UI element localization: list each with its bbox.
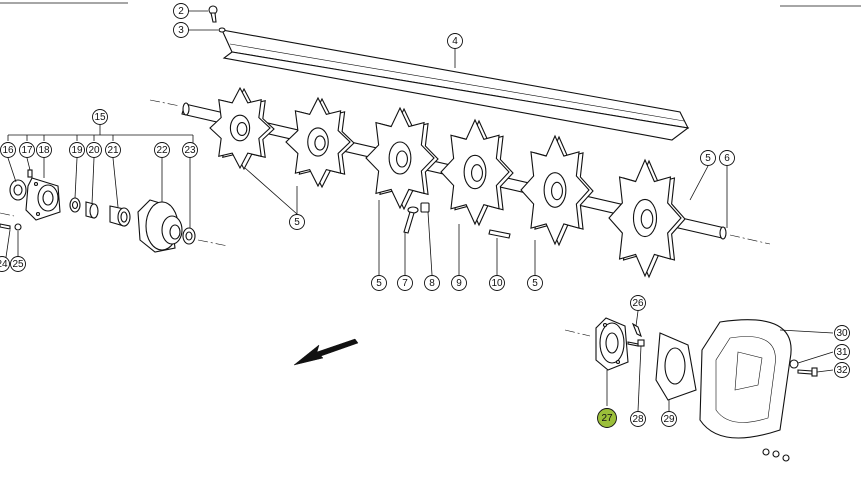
direction-arrow-icon [293, 338, 359, 366]
callout-label: 24 [0, 259, 8, 270]
callout-23[interactable]: 23 [182, 142, 198, 158]
leader-lines [4, 10, 834, 412]
key-part-10 [488, 229, 511, 239]
washer-part-25 [14, 223, 22, 231]
callout-15[interactable]: 15 [92, 109, 108, 125]
callout-group: 2345555678910151617181920212223242526272… [0, 3, 850, 428]
sprocket-part-5 [285, 96, 355, 189]
grease-nipple-part-17 [27, 169, 33, 178]
callout-32[interactable]: 32 [834, 362, 850, 378]
callout-label: 21 [107, 145, 119, 156]
bolt-part-32 [797, 367, 818, 377]
callout-5a[interactable]: 5 [289, 214, 305, 230]
callout-label: 5 [532, 278, 538, 289]
callout-label: 9 [456, 278, 462, 289]
seal-part-19 [69, 197, 81, 213]
bearing-flange-part-27 [564, 317, 629, 371]
bolt-part-7 [403, 206, 419, 234]
bearing-assembly-left [0, 169, 229, 253]
callout-label: 19 [71, 145, 83, 156]
callout-18[interactable]: 18 [36, 142, 52, 158]
callout-27[interactable]: 27 [597, 408, 617, 428]
sprocket-part-5 [440, 118, 514, 227]
callout-22[interactable]: 22 [154, 142, 170, 158]
callout-label: 6 [724, 153, 730, 164]
hub-part-22 [137, 199, 183, 253]
sprocket-part-5 [520, 134, 594, 247]
callout-4[interactable]: 4 [447, 33, 463, 49]
callout-24[interactable]: 24 [0, 256, 10, 272]
callout-label: 17 [21, 145, 33, 156]
callout-label: 31 [836, 347, 848, 358]
callout-30[interactable]: 30 [834, 325, 850, 341]
callout-20[interactable]: 20 [86, 142, 102, 158]
callout-label: 15 [94, 112, 106, 123]
seal-part-16 [9, 179, 27, 201]
callout-8[interactable]: 8 [424, 275, 440, 291]
callout-label: 10 [491, 278, 503, 289]
callout-19[interactable]: 19 [69, 142, 85, 158]
callout-16[interactable]: 16 [0, 142, 16, 158]
callout-label: 26 [632, 298, 644, 309]
bolt-part-26 [631, 322, 642, 338]
callout-10[interactable]: 10 [489, 275, 505, 291]
callout-label: 29 [663, 414, 675, 425]
gasket-part-29 [655, 332, 697, 401]
nut-part-28 [627, 339, 645, 347]
callout-label: 20 [88, 145, 100, 156]
sprocket-part-5 [608, 158, 686, 279]
callout-label: 23 [184, 145, 196, 156]
callout-21[interactable]: 21 [105, 142, 121, 158]
sprocket-part-5 [365, 106, 439, 211]
callout-label: 25 [12, 259, 24, 270]
callout-label: 5 [705, 153, 711, 164]
callout-label: 7 [402, 278, 408, 289]
callout-label: 4 [452, 36, 458, 47]
bearing-part-21 [109, 205, 131, 227]
callout-7[interactable]: 7 [397, 275, 413, 291]
small-fasteners-bottom [762, 448, 790, 462]
callout-label: 22 [156, 145, 168, 156]
callout-label: 27 [601, 413, 613, 424]
washer-part-31 [789, 359, 799, 369]
sprocket-group [209, 86, 686, 279]
callout-label: 8 [429, 278, 435, 289]
callout-label: 2 [178, 6, 184, 17]
callout-26[interactable]: 26 [630, 295, 646, 311]
callout-29[interactable]: 29 [661, 411, 677, 427]
ring-part-23 [182, 227, 196, 245]
callout-6[interactable]: 6 [719, 150, 735, 166]
callout-label: 30 [836, 328, 848, 339]
bolt-part-24 [0, 223, 11, 230]
trough-cover-part-4 [221, 29, 690, 141]
callout-2[interactable]: 2 [173, 3, 189, 19]
callout-label: 28 [632, 414, 644, 425]
sprocket-part-5 [209, 86, 275, 171]
callout-label: 18 [38, 145, 50, 156]
callout-label: 5 [376, 278, 382, 289]
callout-5d[interactable]: 5 [700, 150, 716, 166]
callout-25[interactable]: 25 [10, 256, 26, 272]
flange-housing-part-18 [25, 177, 61, 221]
callout-9[interactable]: 9 [451, 275, 467, 291]
washer-part-3 [218, 27, 226, 33]
ring-part-20 [85, 201, 99, 219]
callout-5b[interactable]: 5 [371, 275, 387, 291]
callout-31[interactable]: 31 [834, 344, 850, 360]
callout-label: 32 [836, 365, 848, 376]
nut-part-8 [420, 202, 430, 213]
callout-17[interactable]: 17 [19, 142, 35, 158]
callout-28[interactable]: 28 [630, 411, 646, 427]
callout-label: 3 [178, 25, 184, 36]
callout-3[interactable]: 3 [173, 22, 189, 38]
callout-label: 5 [294, 217, 300, 228]
callout-label: 16 [2, 145, 14, 156]
end-plate-part-30 [699, 319, 792, 439]
callout-5c[interactable]: 5 [527, 275, 543, 291]
bolt-part-2 [208, 5, 218, 23]
